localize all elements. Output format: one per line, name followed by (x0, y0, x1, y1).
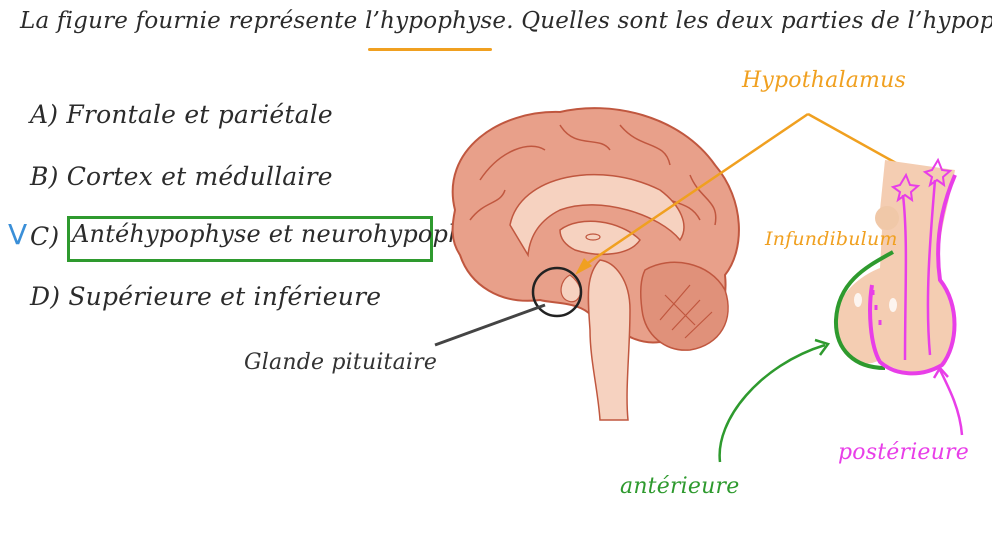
option-letter: A) (30, 100, 59, 129)
label-posterior: postérieure (838, 440, 969, 465)
option-text: Frontale et pariétale (66, 100, 333, 129)
anterior-arrow (718, 343, 826, 463)
pituitary-highlight-circle (531, 266, 583, 318)
option-letter: D) (30, 282, 61, 311)
option-text: Supérieure et inférieure (68, 282, 382, 311)
label-infundibulum: Infundibulum (765, 228, 898, 250)
question-part-2: . Quelles sont les deux parties de l’hyp… (506, 8, 992, 34)
label-pituitary: Glande pituitaire (244, 350, 438, 375)
option-letter: B) (30, 162, 59, 191)
option-d[interactable]: D) Supérieure et inférieure (30, 282, 381, 311)
hypothalamus-arrows (584, 112, 906, 267)
posterior-arrow (938, 369, 964, 436)
option-c[interactable] (67, 216, 433, 262)
option-c-letter: C) (30, 222, 60, 251)
highlight-underline (368, 48, 492, 51)
question-text: La figure fournie représente l’hypophyse… (20, 8, 992, 34)
brain-illustration (451, 107, 740, 421)
arrowhead-icon (814, 338, 831, 356)
label-hypothalamus: Hypothalamus (742, 68, 906, 93)
pituitary-pointer-line (434, 303, 546, 347)
option-b[interactable]: B) Cortex et médullaire (30, 162, 333, 191)
check-mark-icon: V (8, 218, 28, 251)
arrowhead-icon (932, 365, 949, 379)
label-anterior: antérieure (620, 474, 740, 499)
option-text: Cortex et médullaire (66, 162, 333, 191)
pituitary-gland-detail (833, 157, 957, 376)
arrowhead-icon (575, 258, 592, 275)
option-a[interactable]: A) Frontale et pariétale (30, 100, 333, 129)
option-c-text: Antéhypophyse et neurohypophyse (72, 220, 505, 248)
question-part-1: La figure fournie représente l’ (20, 8, 381, 34)
question-highlight: hypophyse (380, 8, 507, 34)
